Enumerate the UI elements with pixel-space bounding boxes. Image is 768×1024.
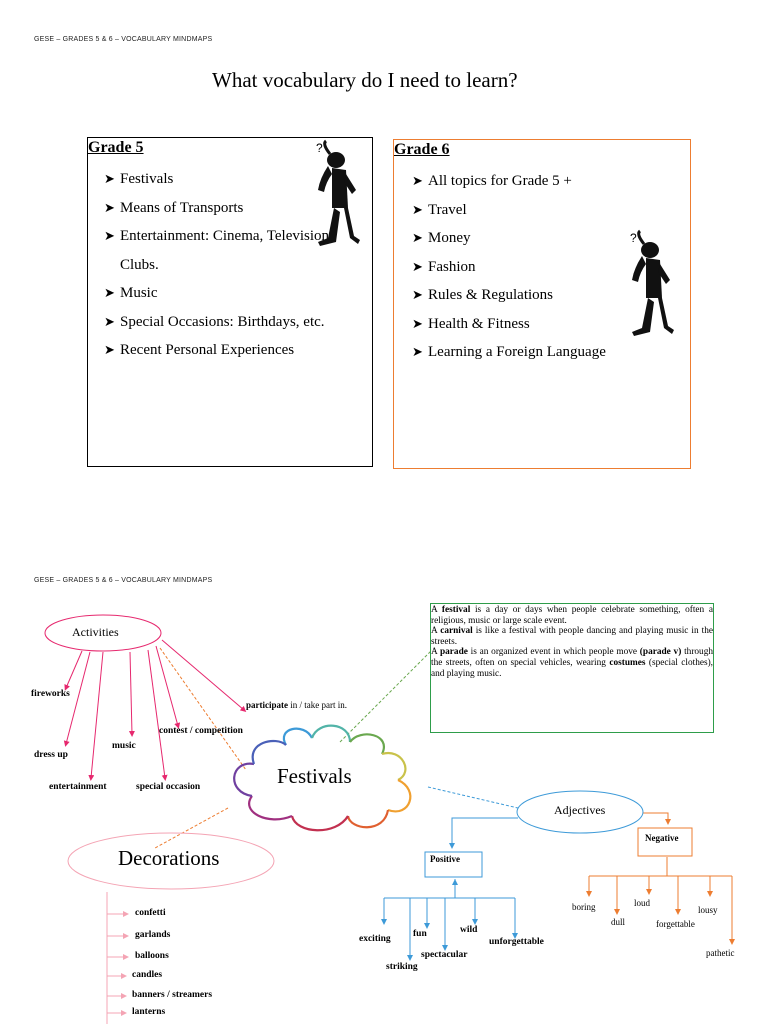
adjectives-node: Adjectives (554, 803, 606, 817)
positive-adjective: unforgettable (489, 937, 544, 947)
decorations-node: Decorations (118, 846, 220, 870)
grade6-item: ➤Money (412, 224, 606, 253)
negative-adjective: forgettable (656, 919, 695, 929)
grade5-item: ➤Music (104, 279, 333, 308)
mindmap-connectors (44, 614, 735, 1024)
decoration-item: lanterns (132, 1007, 166, 1017)
definition-festival: A festival is a day or days when people … (431, 605, 714, 626)
negative-adjective: lousy (698, 905, 718, 915)
activities-node: Activities (72, 625, 119, 639)
negative-adjective: loud (634, 898, 651, 908)
activity-item: contest / competition (159, 726, 243, 736)
grade5-box: Grade 5 ➤Festivals ➤Means of Transports … (87, 137, 373, 467)
bullet-arrow-icon: ➤ (104, 342, 115, 357)
grade6-item: ➤Learning a Foreign Language (412, 338, 606, 367)
decoration-item: balloons (135, 951, 169, 961)
bullet-arrow-icon: ➤ (104, 285, 115, 300)
grade5-item: ➤Means of Transports (104, 194, 333, 223)
grade6-item: ➤Travel (412, 196, 606, 225)
decoration-item: candles (132, 970, 163, 980)
positive-adjective: striking (386, 962, 418, 972)
page-title: What vocabulary do I need to learn? (212, 68, 518, 92)
grade6-item: ➤Fashion (412, 253, 606, 282)
page-header: GESE – GRADES 5 & 6 – VOCABULARY MINDMAP… (34, 36, 213, 43)
positive-label: Positive (430, 854, 460, 864)
definition-carnival: A carnival is like a festival with peopl… (431, 626, 713, 647)
bullet-arrow-icon: ➤ (412, 230, 423, 245)
grade5-item: ➤Entertainment: Cinema, Television, (104, 222, 333, 251)
negative-adjective: pathetic (706, 948, 735, 958)
bullet-arrow-icon: ➤ (412, 287, 423, 302)
grade6-title: Grade 6 (394, 141, 450, 158)
thinking-figure-icon: ? (630, 229, 674, 336)
grade6-item: ➤Rules & Regulations (412, 281, 606, 310)
grade6-list: ➤All topics for Grade 5 + ➤Travel ➤Money… (412, 167, 606, 367)
grade5-item-continuation: Clubs. (120, 256, 159, 273)
svg-text:?: ? (316, 141, 323, 155)
decoration-item: confetti (135, 908, 166, 918)
negative-adjective: boring (572, 902, 596, 912)
festivals-center-node: Festivals (277, 764, 352, 788)
activity-item: special occasion (136, 782, 201, 792)
grade6-item: ➤All topics for Grade 5 + (412, 167, 606, 196)
grade5-item: ➤Special Occasions: Birthdays, etc. (104, 308, 333, 337)
bullet-arrow-icon: ➤ (104, 228, 115, 243)
bullet-arrow-icon: ➤ (104, 171, 115, 186)
activity-item-participate: participate in / take part in. (246, 700, 347, 710)
grade5-item: ➤Festivals (104, 165, 333, 194)
grade5-list: ➤Festivals ➤Means of Transports ➤Enterta… (104, 165, 333, 365)
activity-item: fireworks (31, 689, 70, 699)
bullet-arrow-icon: ➤ (412, 173, 423, 188)
bullet-arrow-icon: ➤ (412, 258, 423, 274)
definition-parade: A parade is an organized event in which … (431, 647, 714, 679)
svg-text:?: ? (630, 231, 637, 245)
positive-adjective: wild (460, 925, 478, 935)
positive-adjective: exciting (359, 934, 391, 944)
bullet-arrow-icon: ➤ (104, 313, 115, 329)
positive-adjective: spectacular (421, 950, 468, 960)
negative-label: Negative (645, 833, 679, 843)
grade6-box: Grade 6 ➤All topics for Grade 5 + ➤Trave… (393, 139, 691, 469)
definition-box: A festival is a day or days when people … (430, 603, 714, 733)
decoration-item: garlands (135, 930, 171, 940)
grade5-title: Grade 5 (88, 139, 144, 156)
grade6-item: ➤Health & Fitness (412, 310, 606, 339)
bullet-arrow-icon: ➤ (412, 201, 423, 217)
bullet-arrow-icon: ➤ (104, 199, 115, 215)
negative-adjective: dull (611, 917, 626, 927)
activity-item: music (112, 741, 136, 751)
grade5-item: ➤Recent Personal Experiences (104, 336, 333, 365)
bullet-arrow-icon: ➤ (412, 344, 423, 359)
decoration-item: banners / streamers (132, 990, 213, 1000)
positive-adjective: fun (413, 929, 427, 939)
activity-item: entertainment (49, 782, 107, 792)
bullet-arrow-icon: ➤ (412, 315, 423, 331)
page-header: GESE – GRADES 5 & 6 – VOCABULARY MINDMAP… (34, 577, 213, 584)
activity-item: dress up (34, 750, 68, 760)
thinking-figure-icon: ? (316, 139, 360, 246)
